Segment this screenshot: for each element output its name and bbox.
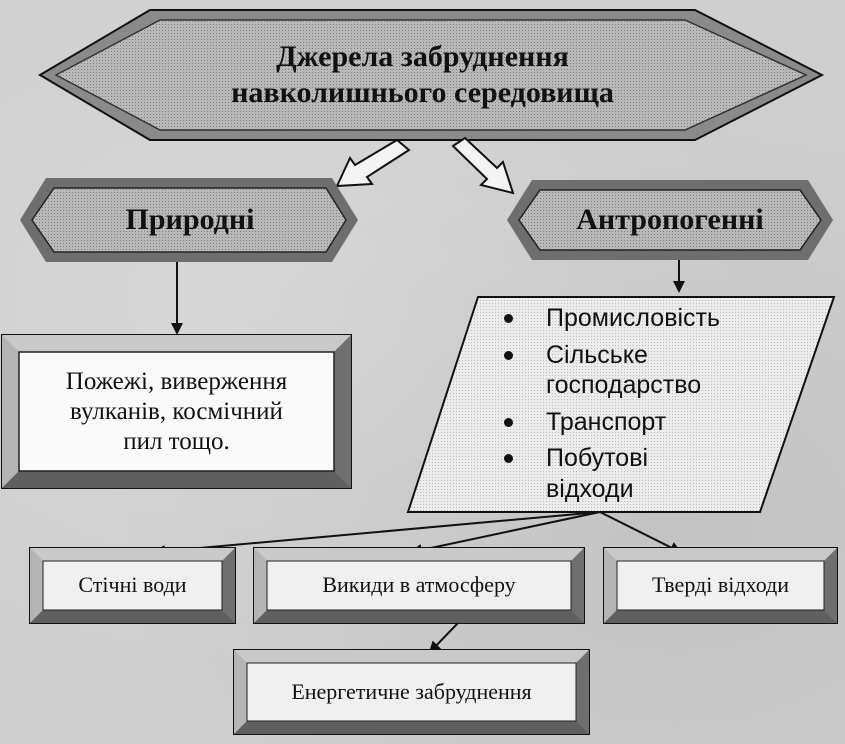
natural-category-label: Природні [54,188,326,252]
natural-sources-line-2: вулканів, космічний [70,397,283,425]
emissions-to-energy-arrow [428,622,459,654]
list-item: Промисловість [500,303,760,334]
diagram-title: Джерела забруднення навколишнього середо… [150,30,695,120]
source-label: Сільське господарство [546,340,702,400]
anthropogenic-category-text: Антропогенні [576,203,764,236]
wastewater-box [29,547,236,624]
source-label: Транспорт [546,407,667,436]
emissions-box [253,547,585,624]
title-to-categories-arrows [335,136,515,195]
wastewater-label: Стічні води [43,561,222,610]
list-item: Побутові відходи [500,443,760,504]
anthropogenic-category-label: Антропогенні [540,190,800,250]
wastewater-text: Стічні води [78,572,187,598]
anthropogenic-shape [507,180,833,260]
energy-box [233,649,590,735]
natural-shape [20,178,358,262]
solid-waste-label: Тверді відходи [617,561,824,610]
anthropogenic-sources-list: Промисловість Сільське господарство Тран… [500,303,760,510]
natural-sources-line-3: пил тощо. [123,427,230,455]
list-item: Транспорт [500,407,760,438]
title-line-1: Джерела забруднення [276,40,569,73]
bullet-icon [504,417,513,427]
natural-sources-line-1: Пожежі, виверження [65,367,288,395]
natural-category-text: Природні [125,203,255,236]
title-line-2: навколишнього середовища [231,76,614,109]
bullet-icon [504,350,513,360]
source-label: Промисловість [546,304,721,332]
bullet-icon [504,454,513,463]
energy-label: Енергетичне забруднення [247,663,576,721]
natural-sources-text: Пожежі, виверження вулканів, космічний п… [19,352,334,471]
emissions-label: Викиди в атмосферу [267,561,571,610]
energy-text: Енергетичне забруднення [291,678,532,704]
title-shape [38,9,825,141]
solid-waste-box [603,547,838,624]
list-item: Сільське господарство [500,340,760,401]
sources-to-outputs-arrows [153,511,682,558]
emissions-text: Викиди в атмосферу [322,572,516,598]
bullet-icon [504,314,513,323]
source-label: Побутові відходи [546,444,649,503]
natural-sources-box [1,334,352,489]
anthropogenic-sources-shape [406,296,836,513]
solid-waste-text: Тверді відходи [651,572,790,598]
